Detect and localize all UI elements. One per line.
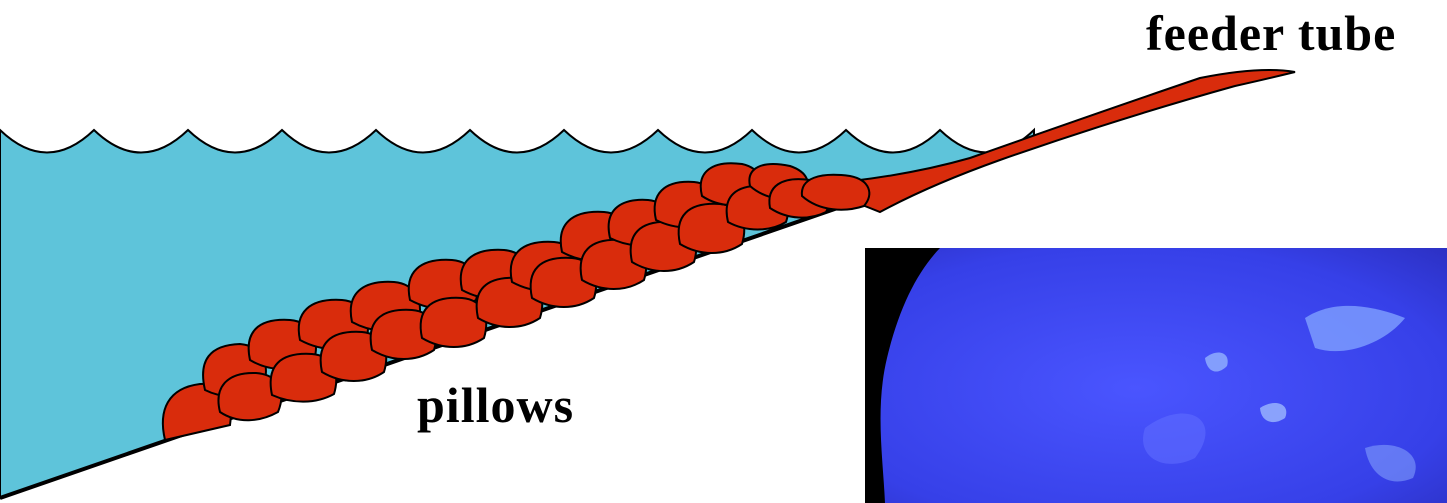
feeder-tube (812, 70, 1295, 212)
feeder-tube-label: feeder tube (1146, 4, 1396, 62)
pillows-label: pillows (417, 376, 574, 434)
photo-view-area (881, 248, 1447, 503)
underwater-pillow-lava-photo (865, 248, 1447, 503)
